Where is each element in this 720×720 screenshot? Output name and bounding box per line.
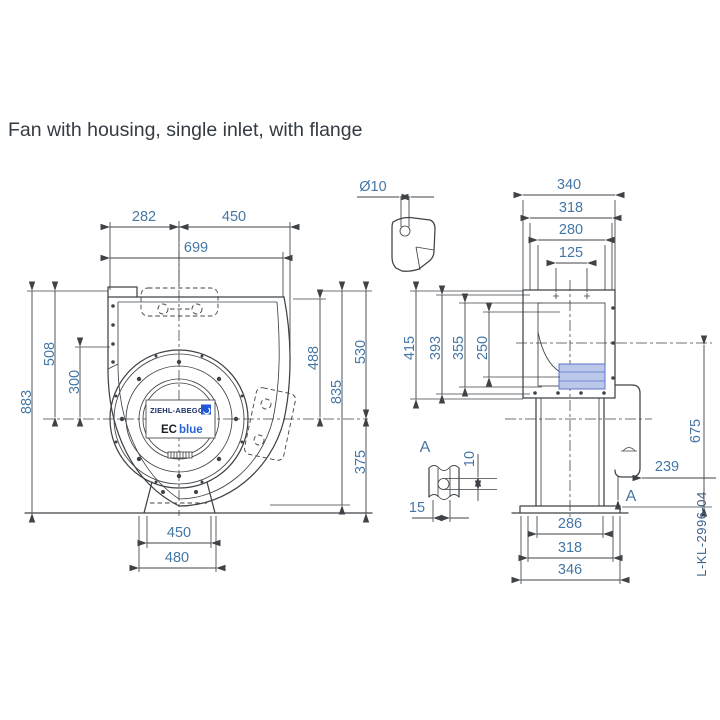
dim-front-right-mid: 835 bbox=[329, 380, 345, 404]
dim-side-height-holes: 250 bbox=[475, 336, 491, 360]
brand-logo-text: ZIEHL-ABEGG bbox=[150, 406, 204, 415]
page-title: Fan with housing, single inlet, with fla… bbox=[8, 119, 362, 141]
product-line-blue: blue bbox=[179, 424, 203, 436]
inlet-rings bbox=[109, 349, 249, 489]
dim-front-left-inner: 300 bbox=[67, 370, 83, 394]
product-line-ec: EC bbox=[161, 424, 177, 436]
dim-side-height-flange: 393 bbox=[428, 336, 444, 360]
balance-clip bbox=[167, 451, 193, 459]
dim-side-height-opening: 355 bbox=[451, 336, 467, 360]
dim-front-foot-inner: 450 bbox=[167, 525, 191, 541]
dim-front-foot-outer: 480 bbox=[165, 550, 189, 566]
hidden-outlet-flange bbox=[140, 287, 219, 317]
hidden-side-flange bbox=[244, 387, 296, 461]
dim-front-right-upper: 530 bbox=[353, 340, 369, 364]
detail-section-a: A 10 15 bbox=[409, 439, 497, 522]
dim-side-base-inner: 286 bbox=[558, 516, 582, 532]
dim-front-overall-height: 883 bbox=[19, 390, 35, 414]
dim-side-height-overall: 415 bbox=[402, 336, 418, 360]
dim-slot-height: 10 bbox=[462, 451, 478, 467]
dim-hole-dia: Ø10 bbox=[359, 179, 386, 195]
dim-front-overall-width: 699 bbox=[184, 240, 208, 256]
terminal-box bbox=[614, 384, 641, 478]
dim-front-top-right: 450 bbox=[222, 209, 246, 225]
detail-label: A bbox=[420, 439, 431, 456]
dim-side-height-right: 675 bbox=[688, 419, 704, 443]
dim-front-right-lower: 375 bbox=[353, 450, 369, 474]
dim-side-width-overall: 340 bbox=[557, 177, 581, 193]
nameplate: ZIEHL-ABEGG EC blue bbox=[145, 399, 216, 439]
drawing-number: L-KL-2996-04 bbox=[694, 491, 709, 577]
mounting-foot bbox=[143, 481, 216, 514]
controller-box bbox=[558, 363, 606, 390]
dim-side-base-mid: 318 bbox=[558, 540, 582, 556]
dim-side-motor-depth: 239 bbox=[655, 459, 679, 475]
dim-slot-width: 15 bbox=[409, 500, 425, 516]
detail-hole: Ø10 bbox=[357, 179, 436, 272]
dim-side-base-outer: 346 bbox=[558, 562, 582, 578]
dim-side-width-flange: 318 bbox=[559, 200, 583, 216]
dim-front-left-upper: 508 bbox=[42, 342, 58, 366]
dim-side-width-opening: 280 bbox=[559, 222, 583, 238]
brand-logo-icon bbox=[201, 404, 211, 415]
side-view: 340 318 280 125 415 393 355 250 675 239 … bbox=[402, 177, 716, 584]
front-view: ZIEHL-ABEGG EC blue 282 450 699 883 bbox=[19, 209, 373, 572]
flange-plate bbox=[522, 289, 616, 399]
dim-front-right-inner: 488 bbox=[306, 346, 322, 370]
dim-side-width-holes: 125 bbox=[559, 245, 583, 261]
dim-front-top-left: 282 bbox=[132, 209, 156, 225]
section-arrow-label: A bbox=[626, 488, 637, 505]
